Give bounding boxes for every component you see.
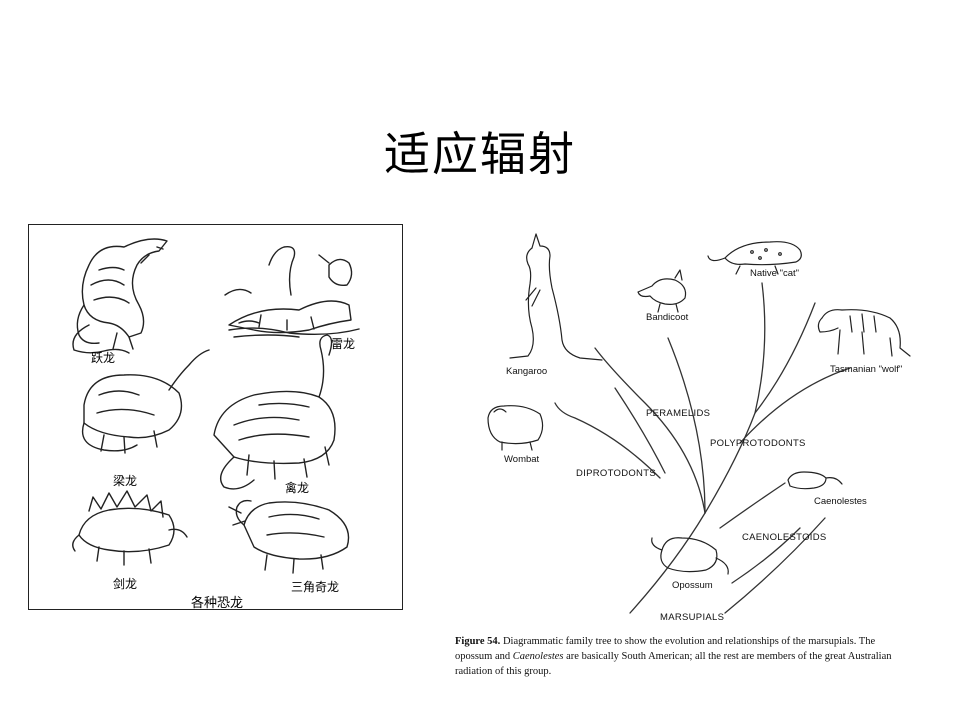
beam-dinosaur-drawing — [81, 349, 210, 454]
label-diprotodonts: DIPROTODONTS — [576, 468, 656, 479]
triceratops-drawing — [228, 499, 350, 574]
dinosaur-drawings — [72, 238, 360, 574]
jumping-dinosaur-drawing — [72, 238, 168, 354]
label-beam-dragon: 梁龙 — [113, 474, 138, 488]
figure-caption-label: Figure 54. — [455, 636, 501, 647]
label-opossum: Opossum — [672, 580, 713, 591]
branch-tasmanian-wolf — [739, 367, 851, 444]
marsupial-family-tree: Kangaroo Bandicoot Native "cat" Tasmania… — [470, 228, 930, 628]
label-polyprotodonts: POLYPROTODONTS — [710, 438, 806, 449]
thunder-dinosaur-drawing — [224, 246, 360, 338]
label-jumping-dragon: 跃龙 — [91, 351, 116, 365]
kangaroo-drawing — [509, 233, 603, 361]
branch-caenolestes — [719, 482, 786, 529]
label-caenolestes: Caenolestes — [814, 496, 867, 507]
label-peramelids: PERAMELIDS — [646, 408, 711, 419]
sword-dinosaur-drawing — [72, 490, 188, 566]
label-marsupials: MARSUPIALS — [660, 612, 725, 623]
figure-caption-text-1: Diagrammatic family tree to show the evo… — [455, 636, 876, 662]
label-tasmanian-wolf: Tasmanian "wolf" — [830, 364, 903, 375]
branch-wombat — [554, 402, 661, 479]
figure-caption-text-2: are basically South American; all the re… — [455, 651, 892, 677]
label-triceratops: 三角奇龙 — [291, 580, 340, 594]
tree-branches — [487, 233, 911, 614]
label-thunder-dragon: 雷龙 — [331, 337, 356, 351]
dinosaur-panel-caption: 各种恐龙 — [191, 596, 244, 611]
label-wombat: Wombat — [504, 454, 540, 465]
figure-caption-italic: Caenolestes — [512, 651, 564, 662]
branch-kangaroo — [594, 347, 706, 514]
bird-dinosaur-drawing — [213, 334, 336, 490]
dinosaur-illustration-panel: 跃龙 雷龙 梁龙 禽龙 剑龙 三角奇龙 各种恐龙 — [28, 224, 403, 611]
figure-caption: Figure 54. Diagrammatic family tree to s… — [455, 634, 915, 679]
branch-bandicoot — [667, 337, 706, 514]
branch-native-cat — [704, 282, 766, 514]
label-kangaroo: Kangaroo — [506, 366, 548, 377]
slide-title: 适应辐射 — [384, 127, 576, 181]
wombat-drawing — [487, 405, 544, 451]
label-bandicoot: Bandicoot — [646, 312, 689, 323]
label-sword-dragon: 剑龙 — [113, 577, 138, 591]
label-native-cat: Native "cat" — [750, 268, 799, 279]
tasmanian-wolf-drawing — [817, 309, 911, 357]
label-bird-dragon: 禽龙 — [285, 481, 310, 495]
native-cat-drawing — [707, 241, 802, 275]
label-caenolestoids: CAENOLESTOIDS — [742, 532, 827, 543]
bandicoot-drawing — [637, 269, 687, 313]
caenolestes-drawing — [787, 471, 843, 490]
opossum-drawing — [651, 537, 729, 575]
